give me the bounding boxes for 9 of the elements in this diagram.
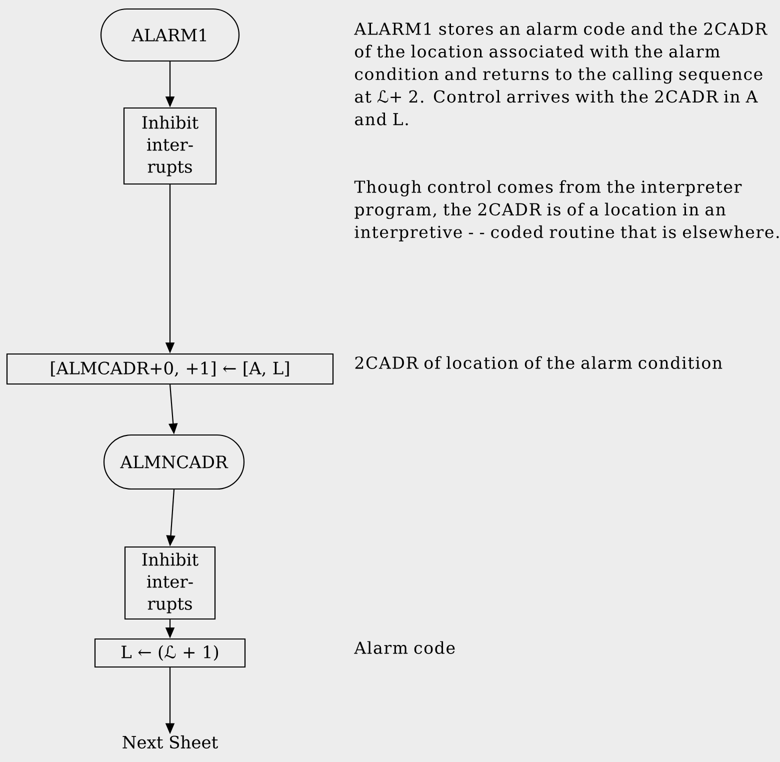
connector-text: Next Sheet <box>122 735 218 749</box>
process-box: Inhibit inter- rupts <box>124 546 216 620</box>
description-text: Though control comes from the interpreter program, the 2CADR is of a location in an interpretive - - coded routine that is elsewhere. <box>354 180 779 242</box>
process-box: L ← (ℒ + 1) <box>94 638 246 668</box>
description-text: Alarm code <box>354 641 455 654</box>
description-text: ALARM1 stores an alarm code and the 2CADR of the location associated with the alarm condition and returns to the calling sequence at ℒ+ 2. Control arrives with the 2CADR in A and L. <box>354 22 768 126</box>
process-box: Inhibit inter- rupts <box>123 107 217 185</box>
description-text: 2CADR of location of the alarm condition <box>355 356 722 369</box>
process-box: [ALMCADR+0, +1] ← [A, L] <box>6 353 334 385</box>
